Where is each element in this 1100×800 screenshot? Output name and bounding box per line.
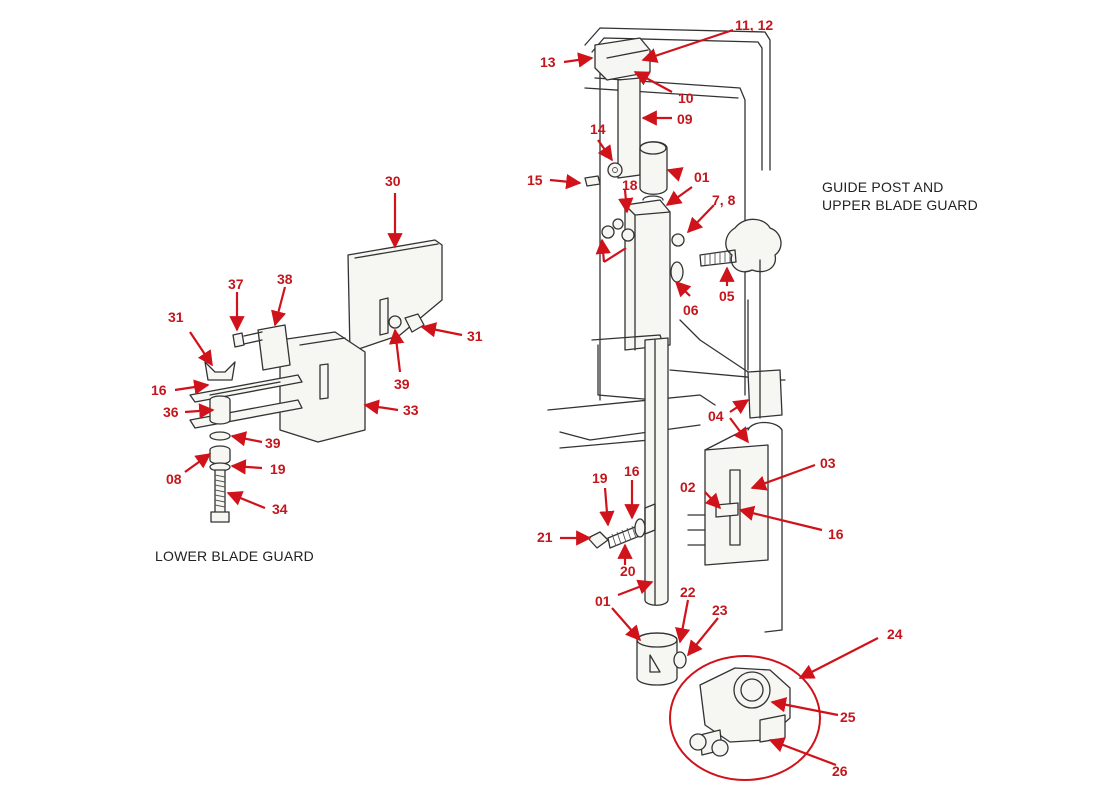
part-label-19-left: 19	[270, 461, 286, 477]
part-label-31-left: 31	[168, 309, 184, 325]
part-label-03: 03	[820, 455, 836, 471]
blade-guide-detail-callout	[669, 655, 821, 781]
part-labels: 11, 12 13 10 09 14 15 18 01 7, 8 05 06 0…	[151, 17, 903, 779]
part-label-39-left: 39	[265, 435, 281, 451]
part-label-31-right: 31	[467, 328, 483, 344]
part-label-13: 13	[540, 54, 556, 70]
part-label-33: 33	[403, 402, 419, 418]
part-label-02: 02	[680, 479, 696, 495]
part-label-37: 37	[228, 276, 244, 292]
part-label-14: 14	[590, 121, 606, 137]
part-label-36: 36	[163, 404, 179, 420]
part-label-04: 04	[708, 408, 724, 424]
upper-section-title-line2: UPPER BLADE GUARD	[822, 197, 978, 213]
part-label-16-mid: 16	[624, 463, 640, 479]
part-label-26: 26	[832, 763, 848, 779]
part-label-18: 18	[622, 177, 638, 193]
part-label-16-left: 16	[151, 382, 167, 398]
part-label-15: 15	[527, 172, 543, 188]
part-label-25: 25	[840, 709, 856, 725]
part-label-7-8: 7, 8	[712, 192, 736, 208]
lower-blade-guard-drawing	[189, 239, 443, 523]
part-label-11-12: 11, 12	[735, 17, 773, 33]
part-label-10: 10	[678, 90, 694, 106]
part-label-34: 34	[272, 501, 288, 517]
lower-section-title: LOWER BLADE GUARD	[155, 548, 314, 564]
upper-section-title-line1: GUIDE POST AND	[822, 179, 944, 195]
guide-post-assembly-drawing	[547, 27, 786, 686]
part-label-08: 08	[166, 471, 182, 487]
part-label-22: 22	[680, 584, 696, 600]
part-label-24: 24	[887, 626, 903, 642]
callout-arrows	[174, 28, 879, 767]
part-label-09: 09	[677, 111, 693, 127]
part-label-01-top: 01	[694, 169, 710, 185]
part-label-06: 06	[683, 302, 699, 318]
part-label-01-bottom: 01	[595, 593, 611, 609]
part-label-39-right: 39	[394, 376, 410, 392]
part-label-16-right: 16	[828, 526, 844, 542]
part-label-21: 21	[537, 529, 553, 545]
part-label-30: 30	[385, 173, 401, 189]
part-label-38: 38	[277, 271, 293, 287]
part-label-20: 20	[620, 563, 636, 579]
part-label-05: 05	[719, 288, 735, 304]
part-label-19-mid: 19	[592, 470, 608, 486]
part-label-23: 23	[712, 602, 728, 618]
